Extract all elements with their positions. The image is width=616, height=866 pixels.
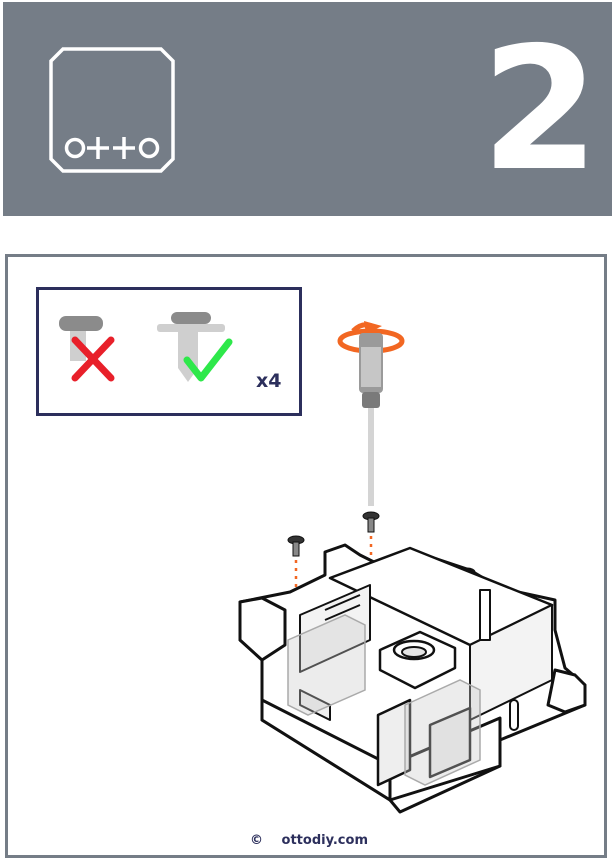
copyright-symbol: ©	[250, 833, 263, 848]
screwdriver-icon	[359, 333, 383, 506]
copyright-footer: © ottodiy.com	[250, 833, 368, 848]
site-link[interactable]: ottodiy.com	[282, 833, 368, 848]
